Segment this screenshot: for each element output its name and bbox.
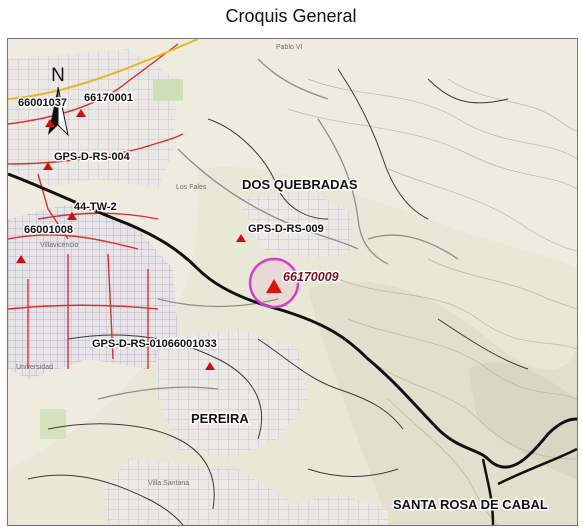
station-marker-66170001[interactable] bbox=[76, 109, 86, 117]
station-marker-gps-004[interactable] bbox=[43, 162, 53, 170]
urban-area-pereira-center bbox=[158, 329, 308, 459]
station-label-gps-004: GPS-D-RS-004 bbox=[54, 151, 131, 163]
station-marker-66001008[interactable] bbox=[16, 255, 26, 263]
station-label-44-tw-2: 44-TW-2 bbox=[74, 201, 117, 213]
gray-roads bbox=[97, 58, 459, 400]
station-label-66170009: 66170009 bbox=[283, 270, 339, 284]
boundary-east bbox=[497, 447, 577, 486]
station-label-gps-009: GPS-D-RS-009 bbox=[248, 223, 324, 235]
station-marker-66170009 bbox=[266, 279, 282, 293]
urban-area-south bbox=[103, 459, 288, 525]
urban-area-dosquebradas bbox=[238, 189, 353, 259]
station-label-gps-01066001033: GPS-D-RS-01066001033 bbox=[92, 338, 217, 350]
highway bbox=[8, 39, 199, 100]
place-label-pereira: PEREIRA bbox=[191, 411, 249, 426]
park-area-1 bbox=[153, 79, 183, 101]
urban-area-north bbox=[8, 49, 178, 189]
station-marker-44-tw-2[interactable] bbox=[67, 212, 77, 220]
boundary-dosquebradas-pereira bbox=[8, 172, 577, 469]
local-roads bbox=[27, 68, 529, 525]
place-label-santa-rosa: SANTA ROSA DE CABAL bbox=[393, 497, 548, 512]
terrain-ridge bbox=[468, 362, 577, 479]
station-marker-gps-009[interactable] bbox=[236, 234, 246, 242]
main-roads bbox=[8, 43, 184, 369]
station-label-66001008: 66001008 bbox=[24, 224, 73, 236]
place-label-los-fales: Los Fales bbox=[176, 184, 207, 191]
map-title: Croquis General bbox=[225, 6, 357, 26]
place-label-pablo-vi: Pablo VI bbox=[276, 44, 303, 51]
station-label-66001037: 66001037 bbox=[18, 97, 67, 109]
boundary-santa-rosa bbox=[481, 458, 495, 525]
map-canvas: N Los Fales Villavicencio Universidad Vi… bbox=[8, 39, 577, 525]
urban-area-southeast bbox=[268, 494, 388, 525]
place-label-dos-quebradas: DOS QUEBRADAS bbox=[242, 177, 358, 192]
north-arrow-label: N bbox=[51, 65, 65, 86]
terrain-slopes bbox=[308, 281, 577, 525]
place-label-villavicencio: Villavicencio bbox=[40, 242, 78, 249]
place-label-universidad: Universidad bbox=[16, 364, 53, 371]
station-marker-gps-01066001033[interactable] bbox=[205, 362, 215, 370]
station-markers bbox=[16, 109, 246, 370]
park-area-2 bbox=[40, 409, 66, 439]
place-label-villa-santana: Villa Santana bbox=[148, 480, 189, 487]
contour-lines bbox=[287, 78, 577, 525]
map-panel[interactable]: N Los Fales Villavicencio Universidad Vi… bbox=[7, 38, 578, 526]
station-label-66170001: 66170001 bbox=[84, 92, 133, 104]
highlighted-station[interactable] bbox=[248, 257, 300, 309]
station-marker-66001037[interactable] bbox=[45, 119, 55, 127]
